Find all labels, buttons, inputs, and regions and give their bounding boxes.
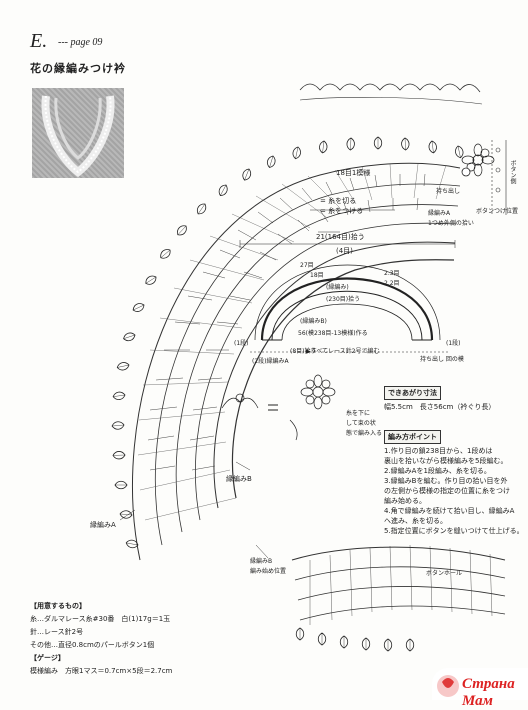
knitting-point-line: 編み始める。 bbox=[384, 497, 426, 505]
label-start-note-2: 編み始め位置 bbox=[250, 568, 287, 575]
collar-columns bbox=[137, 163, 447, 521]
knitting-point-line: の左側から模様の指定の位置に糸をつけ bbox=[384, 487, 510, 495]
label-frag-232: 2.3目 bbox=[384, 270, 400, 277]
label-motif-note-1: 糸を下に bbox=[346, 410, 371, 417]
label-frag-27: 27目 bbox=[300, 262, 314, 269]
label-frag-226: 2.2目 bbox=[384, 280, 400, 287]
label-width-total: 21(164目)拾う bbox=[316, 233, 365, 241]
label-side-left: (2段)縁編みA bbox=[252, 358, 289, 365]
label-center-note: ▶すべてレース針2号で編む bbox=[306, 348, 380, 355]
top-base-line bbox=[299, 97, 483, 105]
section-letter: E. bbox=[30, 30, 48, 52]
label-side-mid: (8目)拾う bbox=[290, 348, 317, 355]
label-pick-right: (1段) bbox=[446, 340, 461, 347]
knitting-point-line: 4.角で縁編みを続けて拾い目し、縁編みA bbox=[384, 507, 515, 515]
knitting-point-line: 1.作り目の鎖238目から、1段めは bbox=[384, 447, 493, 455]
collar-photo-image bbox=[41, 95, 115, 178]
watermark-logo-icon bbox=[437, 675, 459, 697]
label-frag-18: 18目 bbox=[310, 272, 324, 279]
label-button-loop: 持ち出し bbox=[436, 188, 461, 195]
finished-size-heading: できあがり寸法 bbox=[384, 386, 441, 400]
pointer-lines bbox=[119, 209, 395, 559]
label-border-b: 縁編みB bbox=[226, 475, 252, 483]
bottom-edging bbox=[295, 627, 415, 652]
materials-heading: 【用意するもの】 bbox=[30, 602, 86, 610]
button-marker bbox=[461, 167, 471, 177]
label-motif-note-3: 態で編み入る bbox=[346, 430, 383, 437]
knitting-points-heading: 編み方ポイント bbox=[384, 430, 441, 444]
right-side-chart bbox=[491, 140, 507, 215]
knitting-point-line: 裏山を拾いながら模様編みを5段編む。 bbox=[384, 457, 508, 465]
label-border-a: 縁編みA bbox=[90, 521, 116, 529]
label-border-a-top2: 1つめ外側の拾い bbox=[428, 220, 474, 227]
top-scallops bbox=[299, 83, 481, 93]
label-button-position: ボタンつけ位置 bbox=[476, 208, 519, 215]
materials-line: 針…レース針2号 bbox=[30, 628, 84, 636]
knitting-point-line: へ進み、糸を切る。 bbox=[384, 517, 447, 525]
finished-size-box: できあがり寸法 幅5.5cm 長さ56cm（衿ぐり長） bbox=[384, 386, 524, 412]
collar-stitches bbox=[147, 173, 426, 471]
label-motif-note-2: して束の状 bbox=[346, 420, 376, 427]
knitting-point-line: 2.縁編みAを1段編み、糸を切る。 bbox=[384, 467, 491, 475]
label-side-right: 持ち出し 回の模 bbox=[420, 356, 464, 363]
collar-photo bbox=[32, 88, 124, 178]
legend-join-thread: = 糸をつける bbox=[320, 207, 364, 215]
finished-size-text: 幅5.5cm 長さ56cm（衿ぐり長） bbox=[384, 403, 496, 411]
label-center-count: 56(模238目-13模様)作る bbox=[298, 330, 368, 337]
label-side-text: ボタン側 bbox=[509, 160, 516, 184]
knitting-points-box: 編み方ポイント 1.作り目の鎖238目から、1段めは 裏山を拾いながら模様編みを… bbox=[384, 430, 526, 536]
materials-section: 【用意するもの】 糸…ダルマレース糸#30番 白(1)17g＝1玉 針…レース針… bbox=[30, 600, 290, 678]
materials-line: 糸…ダルマレース糸#30番 白(1)17g＝1玉 bbox=[30, 615, 171, 623]
label-buttonhole: ボタンホール bbox=[426, 570, 463, 577]
collar-rows bbox=[132, 162, 461, 561]
label-width-part: (4目) bbox=[336, 247, 353, 255]
watermark-text: Страна Мам bbox=[462, 676, 515, 709]
label-center-rows: (230目)拾う bbox=[326, 296, 361, 303]
motif-demo bbox=[221, 374, 336, 441]
flower-motif-right bbox=[461, 143, 495, 177]
label-border-a-top: 縁編みA bbox=[428, 210, 451, 217]
label-start-note-1: 縁編みB bbox=[250, 558, 273, 565]
page-reference: --- page 09 bbox=[58, 37, 103, 48]
label-border-b-center: (縁編みB) bbox=[300, 318, 327, 325]
bottom-collar bbox=[291, 544, 506, 625]
legend-cut-thread: = 糸を切る bbox=[320, 197, 357, 205]
knitting-point-line: 3.縁編みBを編む。作り目の拾い目を外 bbox=[384, 477, 508, 485]
materials-line: その他…直径0.8cmのパールボタン1個 bbox=[30, 641, 155, 649]
label-center-edge: (縁編み) bbox=[326, 284, 349, 291]
label-pick-left: (1段) bbox=[234, 340, 249, 347]
gauge-heading: 【ゲージ】 bbox=[30, 654, 65, 662]
label-rows-top: 18目1模様 bbox=[336, 169, 371, 177]
knitting-point-line: 5.指定位置にボタンを縫いつけて仕上げる。 bbox=[384, 527, 524, 535]
pattern-title: 花の縁編みつけ衿 bbox=[30, 62, 126, 75]
gauge-text: 模様編み 方眼1マス＝0.7cm×5段＝2.7cm bbox=[30, 667, 173, 675]
